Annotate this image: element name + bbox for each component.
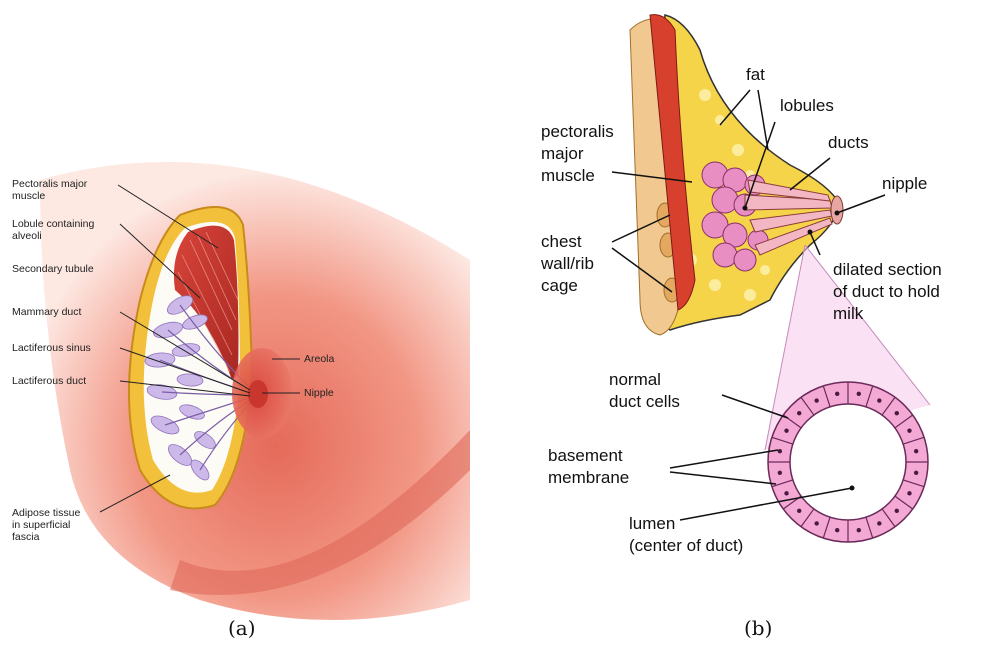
label-lobules: lobules [780,95,834,117]
cell-nucleus [914,449,918,453]
duct-cross-section [768,382,928,542]
cell-nucleus [857,392,861,396]
label-normal-duct-cells: normal duct cells [609,369,680,413]
label-areola: Areola [304,353,334,365]
cell-nucleus [784,428,788,432]
figure-b: fat lobules ducts nipple pectoralis majo… [500,0,991,646]
cell-nucleus [877,521,881,525]
cell-nucleus [778,471,782,475]
cell-nucleus [877,398,881,402]
label-secondary-tubule: Secondary tubule [12,263,94,275]
cell-nucleus [857,528,861,532]
cell-nucleus [907,428,911,432]
caption-b: (b) [744,616,772,640]
caption-a: (a) [228,616,256,640]
label-chest-wall: chest wall/rib cage [541,231,594,297]
cell-nucleus [797,509,801,513]
cell-nucleus [814,398,818,402]
figure-a: Pectoralis major muscle Lobule containin… [0,0,500,646]
nipple-a [248,380,268,408]
cell-nucleus [784,491,788,495]
cell-nucleus [835,528,839,532]
label-lumen: lumen (center of duct) [629,513,743,557]
figure-a-illustration [0,0,500,646]
label-basement-membrane: basement membrane [548,445,629,489]
label-mammary-duct: Mammary duct [12,306,81,318]
cell-nucleus [814,521,818,525]
label-nipple-b: nipple [882,173,927,195]
label-lactiferous-duct: Lactiferous duct [12,375,86,387]
label-fat: fat [746,64,765,86]
label-ducts: ducts [828,132,869,154]
label-dilated-section: dilated section of duct to hold milk [833,259,942,325]
cell-nucleus [835,392,839,396]
label-nipple-a: Nipple [304,387,334,399]
label-pectoralis-major-b: pectoralis major muscle [541,121,614,187]
cell-nucleus [895,411,899,415]
label-pectoralis-major-a: Pectoralis major muscle [12,178,87,202]
cell-nucleus [778,449,782,453]
cell-nucleus [907,491,911,495]
label-lactiferous-sinus: Lactiferous sinus [12,342,91,354]
nipple-b [831,196,843,224]
cell-nucleus [797,411,801,415]
cell-nucleus [895,509,899,513]
label-lobule-alveoli: Lobule containing alveoli [12,218,94,242]
cell-nucleus [914,471,918,475]
label-adipose-tissue: Adipose tissue in superficial fascia [12,507,80,543]
